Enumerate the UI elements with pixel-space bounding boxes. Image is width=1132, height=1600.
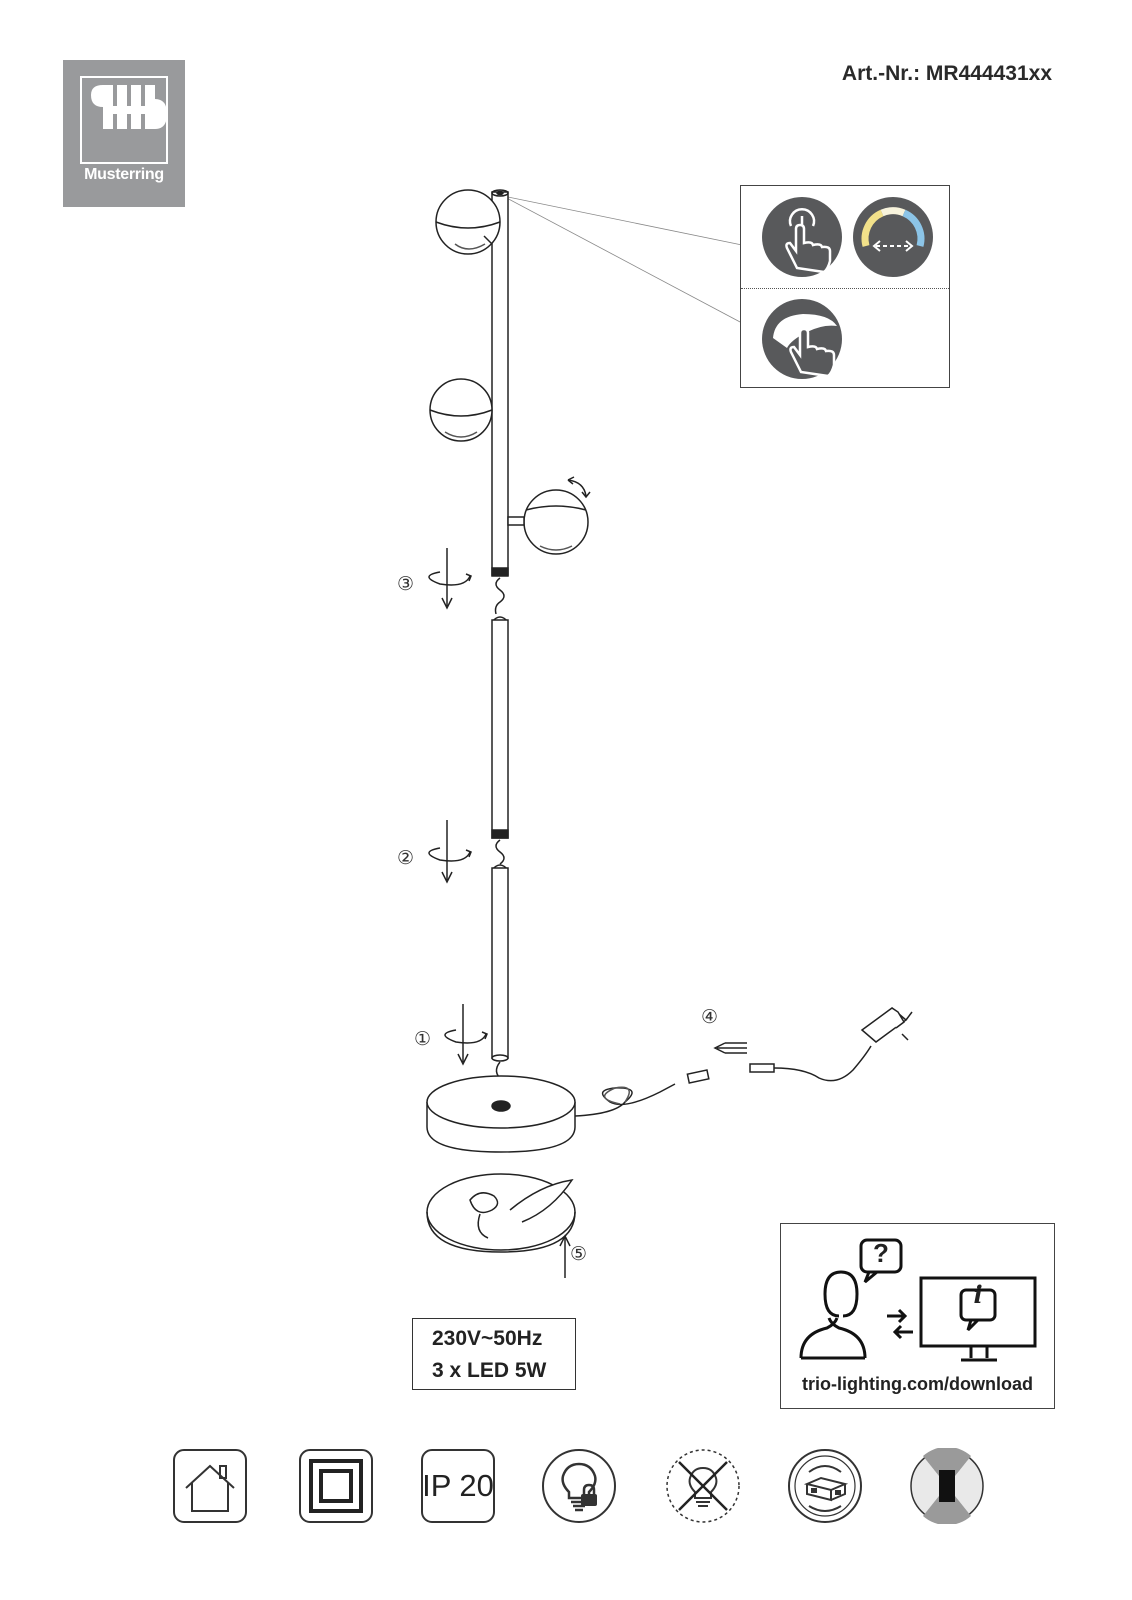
step-1-label: ①: [414, 1028, 432, 1050]
non-replaceable-led-icon: [541, 1448, 617, 1524]
monitor-icon: [919, 1276, 1037, 1348]
brand-name: Musterring: [84, 166, 164, 183]
musterring-logo-icon: [80, 76, 168, 164]
protection-class-2-icon: [298, 1448, 374, 1524]
floor-lamp-assembly-drawing: [426, 189, 913, 1278]
ip-rating-text: IP 20: [422, 1468, 494, 1503]
touch-dimmer-icon: [762, 299, 842, 379]
lamp-base: [426, 1069, 710, 1153]
voltage-spec: 230V~50Hz: [432, 1327, 543, 1350]
lamp-spec: 3 x LED 5W: [432, 1359, 547, 1382]
person-head-icon: [823, 1270, 859, 1318]
light-direction-icon: [909, 1448, 985, 1524]
electrical-specs: 230V~50Hz 3 x LED 5W: [412, 1318, 576, 1390]
replaceable-driver-icon: [787, 1448, 863, 1524]
lamp-head-middle: [429, 378, 493, 442]
lamp-head-top: [435, 189, 501, 255]
step-3-label: ③: [397, 573, 415, 595]
info-bubble: i: [973, 1280, 983, 1309]
power-adapter: [860, 1007, 913, 1043]
ip20-icon: IP 20: [420, 1448, 496, 1524]
step-5-label: ⑤: [570, 1243, 588, 1265]
download-url[interactable]: trio-lighting.com/download: [802, 1374, 1033, 1394]
color-temperature-icon: [853, 197, 933, 277]
control-functions-panel: [740, 185, 950, 388]
question-bubble: ?: [873, 1238, 889, 1268]
panel-divider: [741, 288, 949, 289]
customer-support-illustration: [799, 1238, 1037, 1362]
step-4-label: ④: [701, 1006, 719, 1028]
support-download-panel: ? i trio-lighting.com/download: [780, 1223, 1055, 1409]
base-bottom-disc: [426, 1173, 576, 1253]
indoor-use-icon: [172, 1448, 248, 1524]
brand-logo: Musterring: [63, 60, 185, 207]
lamp-head-side: [507, 476, 591, 555]
touch-switch-icon: [762, 197, 842, 277]
article-number: Art.-Nr.: MR444431xx: [841, 62, 1052, 85]
led-not-replaceable-icon: [665, 1448, 741, 1524]
step-2-label: ②: [397, 847, 415, 869]
